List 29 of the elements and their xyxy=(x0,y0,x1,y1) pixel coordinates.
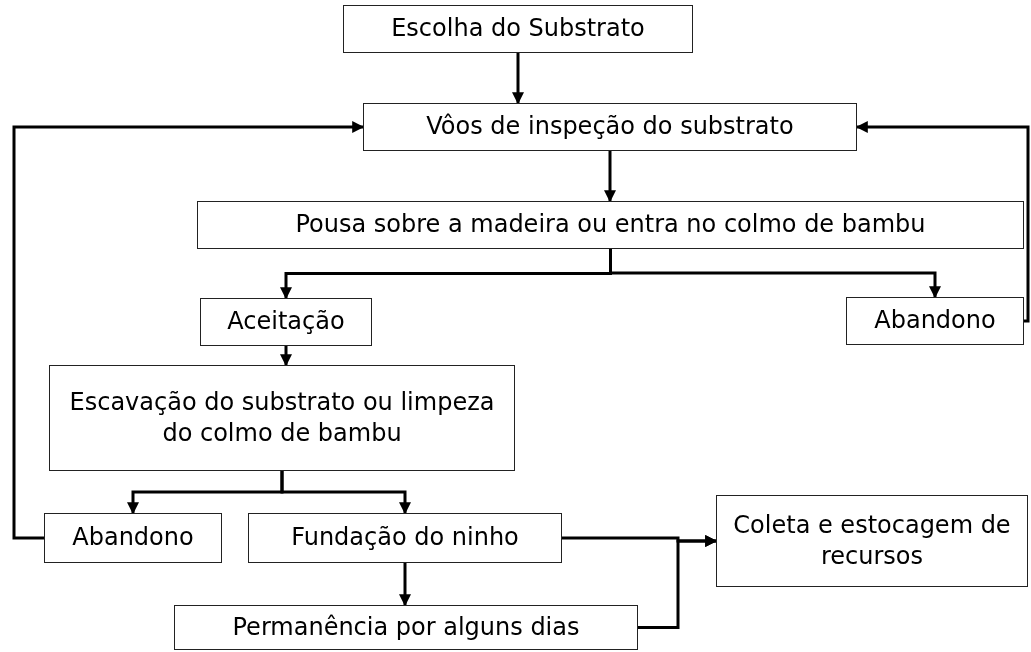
box-label: Pousa sobre a madeira ou entra no colmo de bambu xyxy=(295,209,926,241)
box-label: Escolha do Substrato xyxy=(391,13,645,45)
box-label: Aceitação xyxy=(227,306,345,338)
arrow xyxy=(604,151,616,203)
process-box xyxy=(343,5,693,53)
box-label: Coleta e estocagem de recursos xyxy=(732,509,1012,572)
arrow xyxy=(512,53,524,105)
arrow xyxy=(855,121,1030,323)
process-box xyxy=(44,513,222,563)
box-label: Permanência por alguns dias xyxy=(232,611,580,643)
arrow xyxy=(399,563,411,607)
process-box xyxy=(197,201,1024,249)
arrow xyxy=(638,535,718,629)
process-box xyxy=(363,103,857,151)
box-label: Vôos de inspeção do substrato xyxy=(426,111,794,143)
arrow xyxy=(609,249,941,299)
box-label: Abandono xyxy=(874,305,996,337)
arrow xyxy=(280,471,411,515)
process-box xyxy=(174,605,638,650)
process-box xyxy=(248,513,562,563)
process-box xyxy=(49,365,515,471)
process-box xyxy=(200,298,372,346)
arrow xyxy=(280,346,292,367)
box-label: Fundação do ninho xyxy=(291,522,519,554)
process-box xyxy=(846,297,1024,345)
process-box xyxy=(716,495,1028,587)
box-label: Escavação do substrato ou limpeza do colmo de bambu xyxy=(68,386,496,449)
arrow xyxy=(12,121,365,540)
box-label: Abandono xyxy=(72,522,194,554)
